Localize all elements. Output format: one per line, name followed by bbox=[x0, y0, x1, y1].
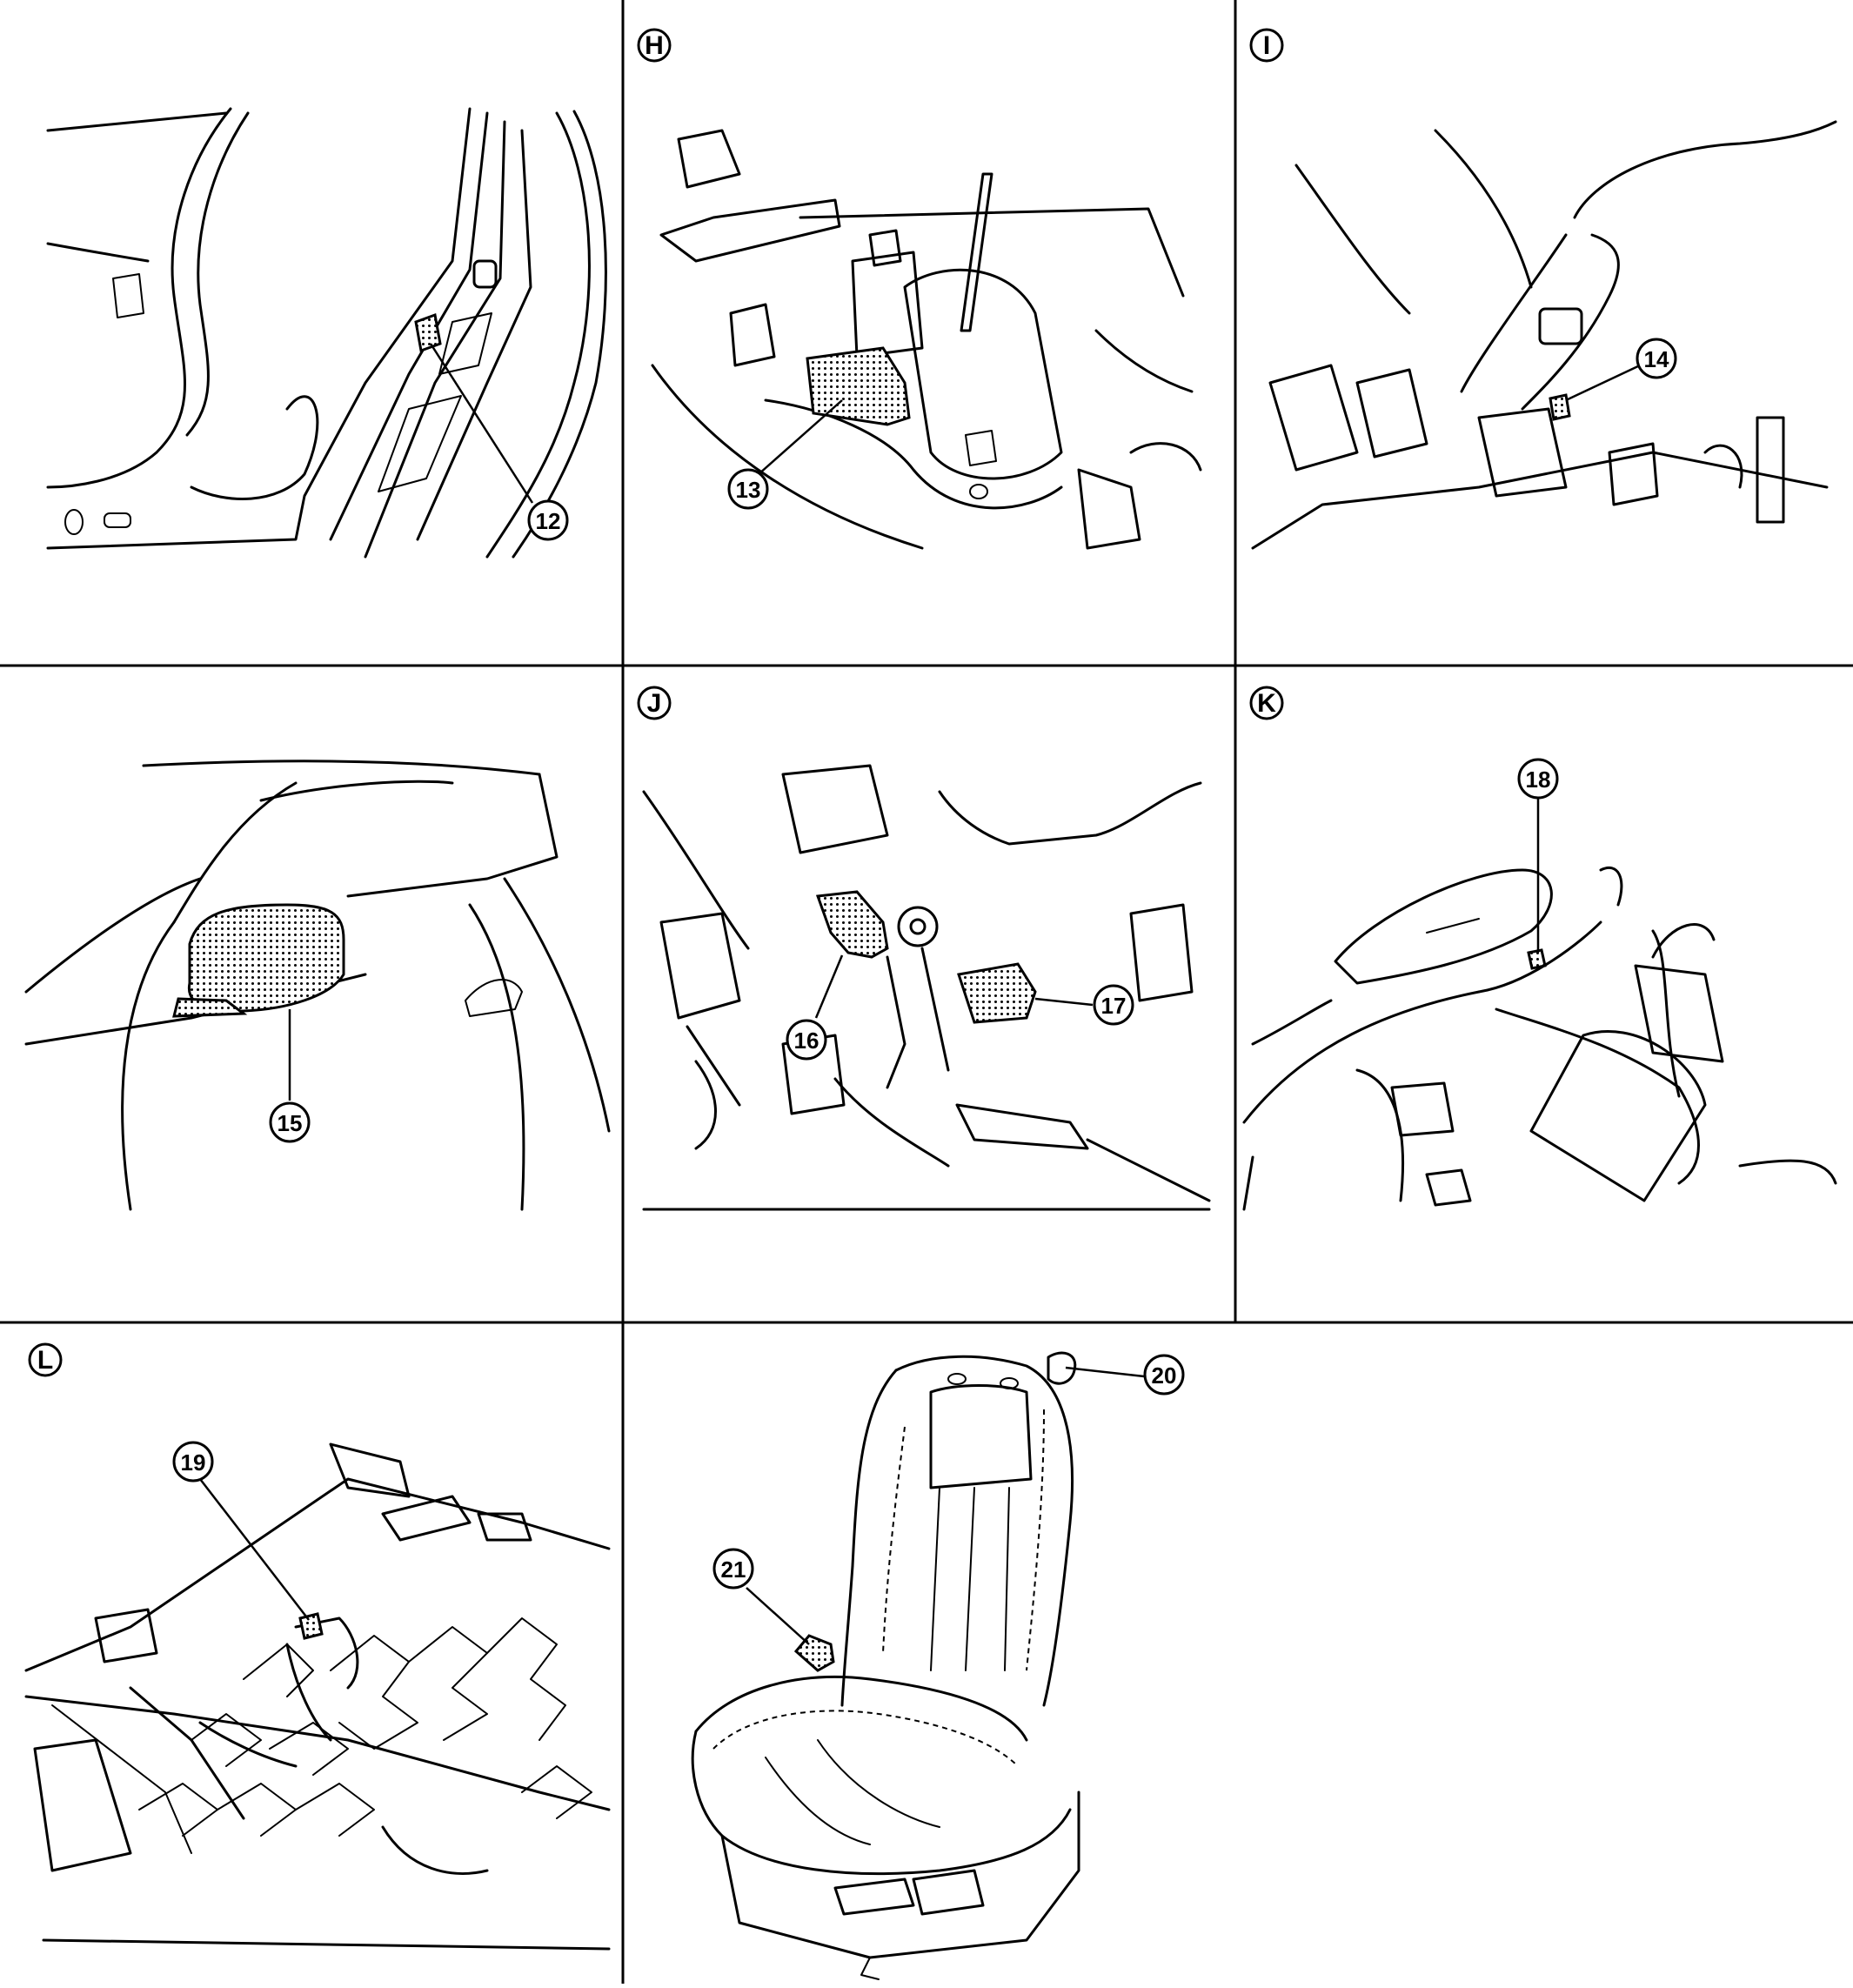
panel-i-label: I bbox=[1263, 31, 1270, 60]
panel-i-console: I 14 bbox=[1249, 28, 1837, 550]
panel-k-seat-frame: K 18 bbox=[1242, 686, 1837, 1211]
callout-20: 20 bbox=[1152, 1362, 1177, 1389]
panel-power-seat: 20 21 bbox=[691, 1351, 1185, 1980]
panel-j-mechanism: J 16 17 bbox=[637, 686, 1211, 1211]
callout-21: 21 bbox=[721, 1556, 746, 1583]
panel-l-label: L bbox=[37, 1346, 53, 1375]
panel-h-shifter: H 13 bbox=[637, 28, 1202, 550]
callout-17: 17 bbox=[1101, 993, 1127, 1019]
callout-15: 15 bbox=[278, 1110, 303, 1136]
panel-l-seat-cushion: L 19 bbox=[24, 1342, 611, 1951]
panel-h-label: H bbox=[645, 31, 664, 60]
callout-18: 18 bbox=[1526, 766, 1551, 793]
panel-door-mirror: 15 bbox=[24, 760, 611, 1211]
panel-k-label: K bbox=[1257, 689, 1276, 718]
callout-16: 16 bbox=[794, 1027, 819, 1054]
callout-12: 12 bbox=[536, 508, 561, 534]
panel-j-label: J bbox=[647, 689, 662, 718]
callout-19: 19 bbox=[181, 1449, 206, 1476]
callout-13: 13 bbox=[736, 477, 761, 503]
panel-door-opening: 12 bbox=[46, 107, 607, 559]
callout-14: 14 bbox=[1644, 346, 1669, 372]
